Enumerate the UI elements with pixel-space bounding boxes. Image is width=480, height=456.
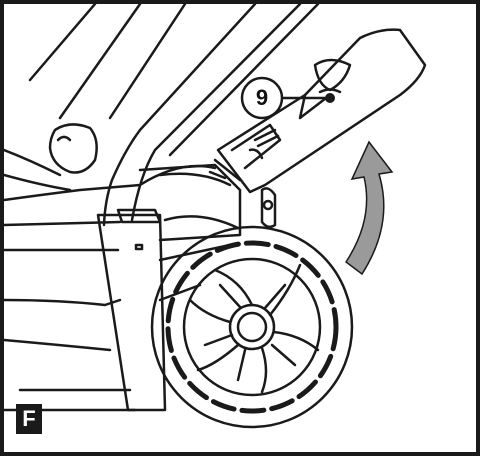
lawnmower-illustration [4,4,427,429]
rotate-up-arrow-icon [344,140,394,276]
collector-handle [208,28,427,229]
panel-label: F [16,404,42,434]
mower-body [4,163,242,412]
callout-marker [240,76,335,120]
handle-bars [4,4,320,227]
rear-wheel-icon [150,225,354,429]
